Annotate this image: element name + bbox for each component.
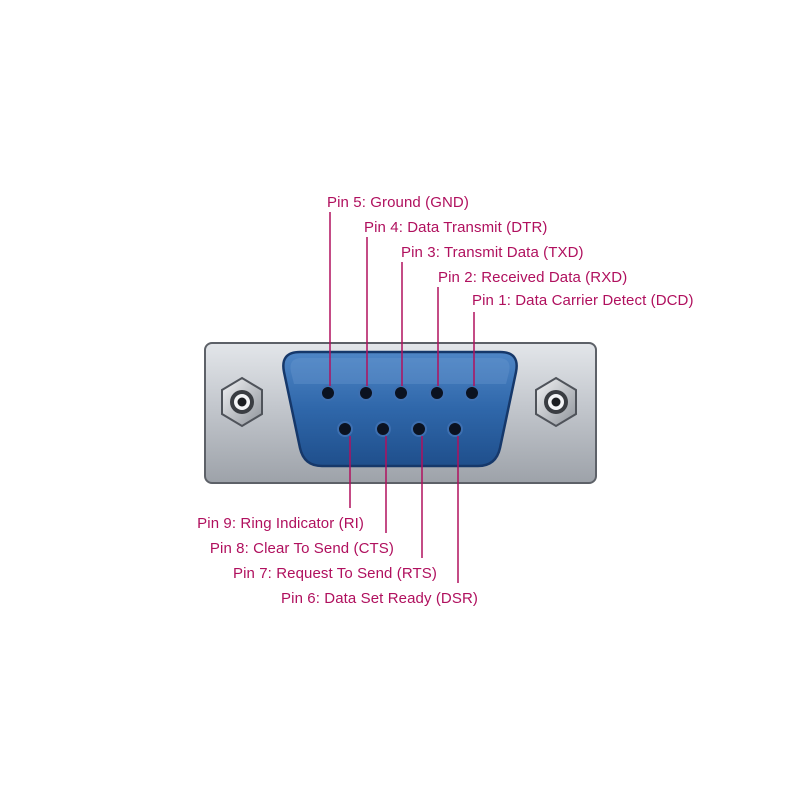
left-screw-icon [221,376,263,428]
pin-hole-5 [320,385,336,401]
pin-hole-8 [375,421,391,437]
pin-hole-1 [464,385,480,401]
label-pin-5: Pin 5: Ground (GND) [327,194,469,211]
connector-face-highlight [290,358,510,384]
label-pin-9: Pin 9: Ring Indicator (RI) [197,515,364,532]
label-pin-1: Pin 1: Data Carrier Detect (DCD) [472,292,694,309]
pin-hole-7 [411,421,427,437]
pin-hole-6 [447,421,463,437]
label-pin-4: Pin 4: Data Transmit (DTR) [364,219,547,236]
pin-hole-4 [358,385,374,401]
pin-hole-9 [337,421,353,437]
label-pin-3: Pin 3: Transmit Data (TXD) [401,244,584,261]
label-pin-7: Pin 7: Request To Send (RTS) [233,565,437,582]
right-screw-icon [535,376,577,428]
pin-hole-3 [393,385,409,401]
pin-hole-2 [429,385,445,401]
label-pin-8: Pin 8: Clear To Send (CTS) [210,540,394,557]
label-pin-2: Pin 2: Received Data (RXD) [438,269,627,286]
label-pin-6: Pin 6: Data Set Ready (DSR) [281,590,478,607]
